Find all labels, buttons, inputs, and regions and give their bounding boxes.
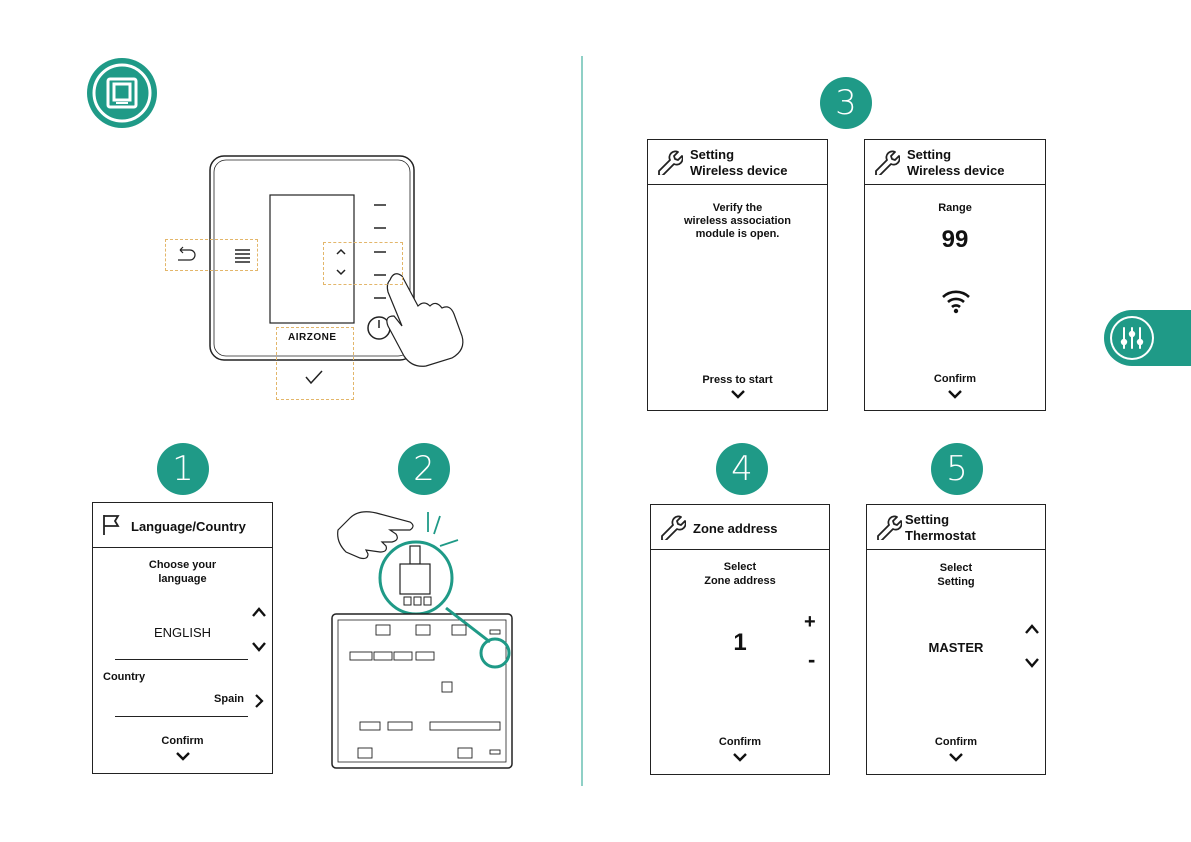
thermostat-device: AIRZONE — [160, 150, 480, 410]
screen-header: Setting Thermostat — [867, 505, 1045, 550]
screen-header: Zone address — [651, 505, 829, 550]
chevron-down-icon[interactable] — [947, 389, 963, 399]
screen-zone-address: Zone address Select Zone address + 1 - C… — [650, 504, 830, 775]
back-menu-highlight — [165, 239, 258, 271]
chevron-up-icon[interactable] — [251, 606, 267, 618]
confirm-label[interactable]: Confirm — [934, 736, 978, 748]
chevron-down-icon[interactable] — [175, 751, 191, 761]
step-2-badge: 2 — [398, 443, 450, 495]
screen-thermostat-setting: Setting Thermostat Select Setting MASTER… — [866, 504, 1046, 775]
setting-value: MASTER — [928, 640, 984, 655]
screen-title-line-2: Wireless device — [907, 163, 1005, 178]
chevron-down-icon[interactable] — [730, 389, 746, 399]
device-brand-label: AIRZONE — [288, 332, 337, 343]
text-line-2: wireless association — [684, 215, 791, 227]
screen-title-line-2: Thermostat — [905, 528, 976, 543]
wrench-icon — [661, 515, 686, 540]
confirm-label[interactable]: Confirm — [161, 735, 204, 747]
screen-header: Language/Country — [93, 503, 272, 548]
screen-title-line-1: Setting — [905, 512, 950, 527]
screen-title: Language/Country — [131, 519, 246, 534]
text-line-1: Verify the — [712, 202, 763, 214]
chevron-right-icon[interactable] — [253, 693, 265, 709]
chevron-down-icon[interactable] — [1024, 657, 1040, 669]
language-value: ENGLISH — [153, 625, 212, 640]
screen-header: Setting Wireless device — [865, 140, 1045, 185]
step-4-badge: 4 — [716, 443, 768, 495]
minus-button[interactable]: - — [808, 647, 816, 672]
country-underline — [115, 716, 248, 717]
wrench-icon — [658, 150, 683, 175]
prompt-line-1: Choose your — [148, 559, 217, 571]
confirm-key-highlight — [276, 327, 354, 400]
step-5-badge: 5 — [931, 443, 983, 495]
screen-language-country: Language/Country Choose your language EN… — [92, 502, 273, 774]
confirm-label[interactable]: Confirm — [718, 736, 762, 748]
sliders-icon — [1112, 318, 1152, 358]
language-underline — [115, 659, 248, 660]
settings-tab-circle — [1110, 316, 1154, 360]
screen-title-line-1: Setting — [907, 147, 952, 162]
prompt-line-1: Select — [723, 561, 757, 573]
zone-address-value: 1 — [733, 629, 747, 656]
step-3-badge: 3 — [820, 77, 872, 129]
screen-wireless-range: Setting Wireless device Range 99 Confirm — [864, 139, 1046, 411]
text-line-3: module is open. — [695, 228, 780, 240]
prompt-line-2: Setting — [937, 576, 975, 588]
press-to-start-label[interactable]: Press to start — [702, 374, 773, 386]
plus-button[interactable]: + — [804, 611, 816, 633]
screen-wireless-verify: Setting Wireless device Verify the wirel… — [647, 139, 828, 411]
screen-title-line-1: Setting — [690, 147, 735, 162]
confirm-label[interactable]: Confirm — [933, 373, 977, 385]
country-value: Spain — [214, 693, 244, 705]
prompt-line-2: Zone address — [704, 575, 776, 587]
arrow-keys-highlight — [323, 242, 403, 285]
wifi-icon — [942, 290, 970, 314]
range-label: Range — [938, 202, 972, 214]
chevron-down-icon[interactable] — [948, 752, 964, 762]
thermostat-device-icon — [86, 57, 158, 129]
screen-title-line-2: Wireless device — [690, 163, 788, 178]
chevron-down-icon[interactable] — [251, 641, 267, 653]
chevron-up-icon[interactable] — [1024, 623, 1040, 635]
step-1-badge: 1 — [157, 443, 209, 495]
wrench-icon — [875, 150, 900, 175]
screen-header: Setting Wireless device — [648, 140, 827, 185]
screen-title: Zone address — [693, 521, 778, 536]
country-label: Country — [103, 671, 146, 683]
circuit-board-illustration — [330, 500, 515, 770]
chevron-down-icon[interactable] — [732, 752, 748, 762]
prompt-line-1: Select — [939, 562, 973, 574]
range-value: 99 — [941, 226, 969, 253]
flag-icon — [103, 515, 120, 535]
wrench-icon — [877, 515, 902, 540]
prompt-line-2: language — [158, 573, 207, 585]
section-divider — [581, 56, 583, 786]
